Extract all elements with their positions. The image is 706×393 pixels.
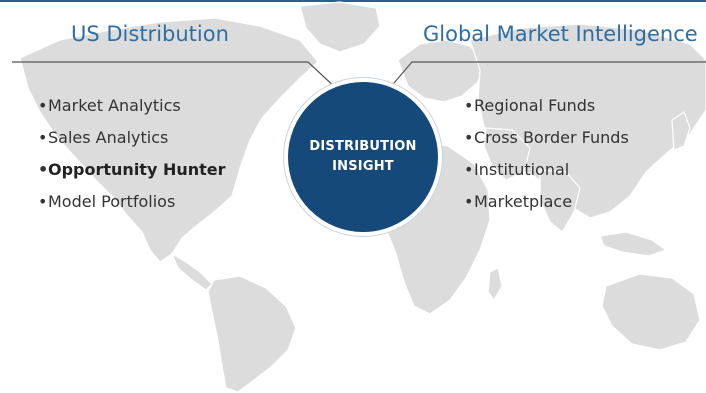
list-item-sales-analytics: •Sales Analytics	[38, 122, 226, 154]
bullet-icon: •	[38, 128, 48, 147]
global-market-intelligence-list: •Regional Funds •Cross Border Funds •Ins…	[464, 90, 629, 218]
list-item-cross-border-funds: •Cross Border Funds	[464, 122, 629, 154]
map-central-america	[170, 252, 213, 291]
bullet-icon: •	[464, 96, 474, 115]
top-rule	[0, 0, 706, 2]
bullet-icon: •	[464, 128, 474, 147]
map-greenland	[299, 1, 381, 53]
map-middle-east	[483, 127, 531, 181]
map-north-america	[19, 17, 319, 263]
map-india	[539, 169, 581, 233]
heading-us-distribution: US Distribution	[71, 22, 229, 46]
bullet-icon: •	[38, 96, 48, 115]
map-indonesia	[599, 231, 668, 257]
heading-global-market-intelligence: Global Market Intelligence	[423, 22, 698, 46]
list-item-market-analytics: •Market Analytics	[38, 90, 226, 122]
list-item-label: Marketplace	[474, 192, 573, 211]
list-item-institutional: •Institutional	[464, 154, 629, 186]
center-label: DISTRIBUTION INSIGHT	[309, 137, 416, 177]
list-item-label: Model Portfolios	[48, 192, 176, 211]
list-item-model-portfolios: •Model Portfolios	[38, 186, 226, 218]
right-connector-line	[387, 61, 706, 91]
map-australia	[601, 273, 701, 351]
left-connector-line	[12, 61, 339, 91]
list-item-label: Cross Border Funds	[474, 128, 629, 147]
map-madagascar	[487, 267, 503, 302]
bullet-icon: •	[38, 192, 48, 211]
list-item-label: Regional Funds	[474, 96, 596, 115]
us-distribution-list: •Market Analytics •Sales Analytics •Oppo…	[38, 90, 226, 218]
map-europe	[397, 39, 485, 103]
center-label-line-2: INSIGHT	[332, 159, 394, 174]
distribution-insight-circle: DISTRIBUTION INSIGHT	[284, 78, 442, 236]
list-item-label: Opportunity Hunter	[48, 160, 226, 179]
bullet-icon: •	[464, 192, 474, 211]
bullet-icon: •	[38, 160, 49, 179]
map-japan	[671, 111, 691, 151]
list-item-opportunity-hunter: •Opportunity Hunter	[38, 154, 226, 186]
map-south-america	[207, 275, 297, 393]
list-item-label: Sales Analytics	[48, 128, 169, 147]
list-item-label: Market Analytics	[48, 96, 181, 115]
list-item-marketplace: •Marketplace	[464, 186, 629, 218]
list-item-regional-funds: •Regional Funds	[464, 90, 629, 122]
center-label-line-1: DISTRIBUTION	[309, 139, 417, 154]
list-item-label: Institutional	[474, 160, 570, 179]
bullet-icon: •	[464, 160, 474, 179]
